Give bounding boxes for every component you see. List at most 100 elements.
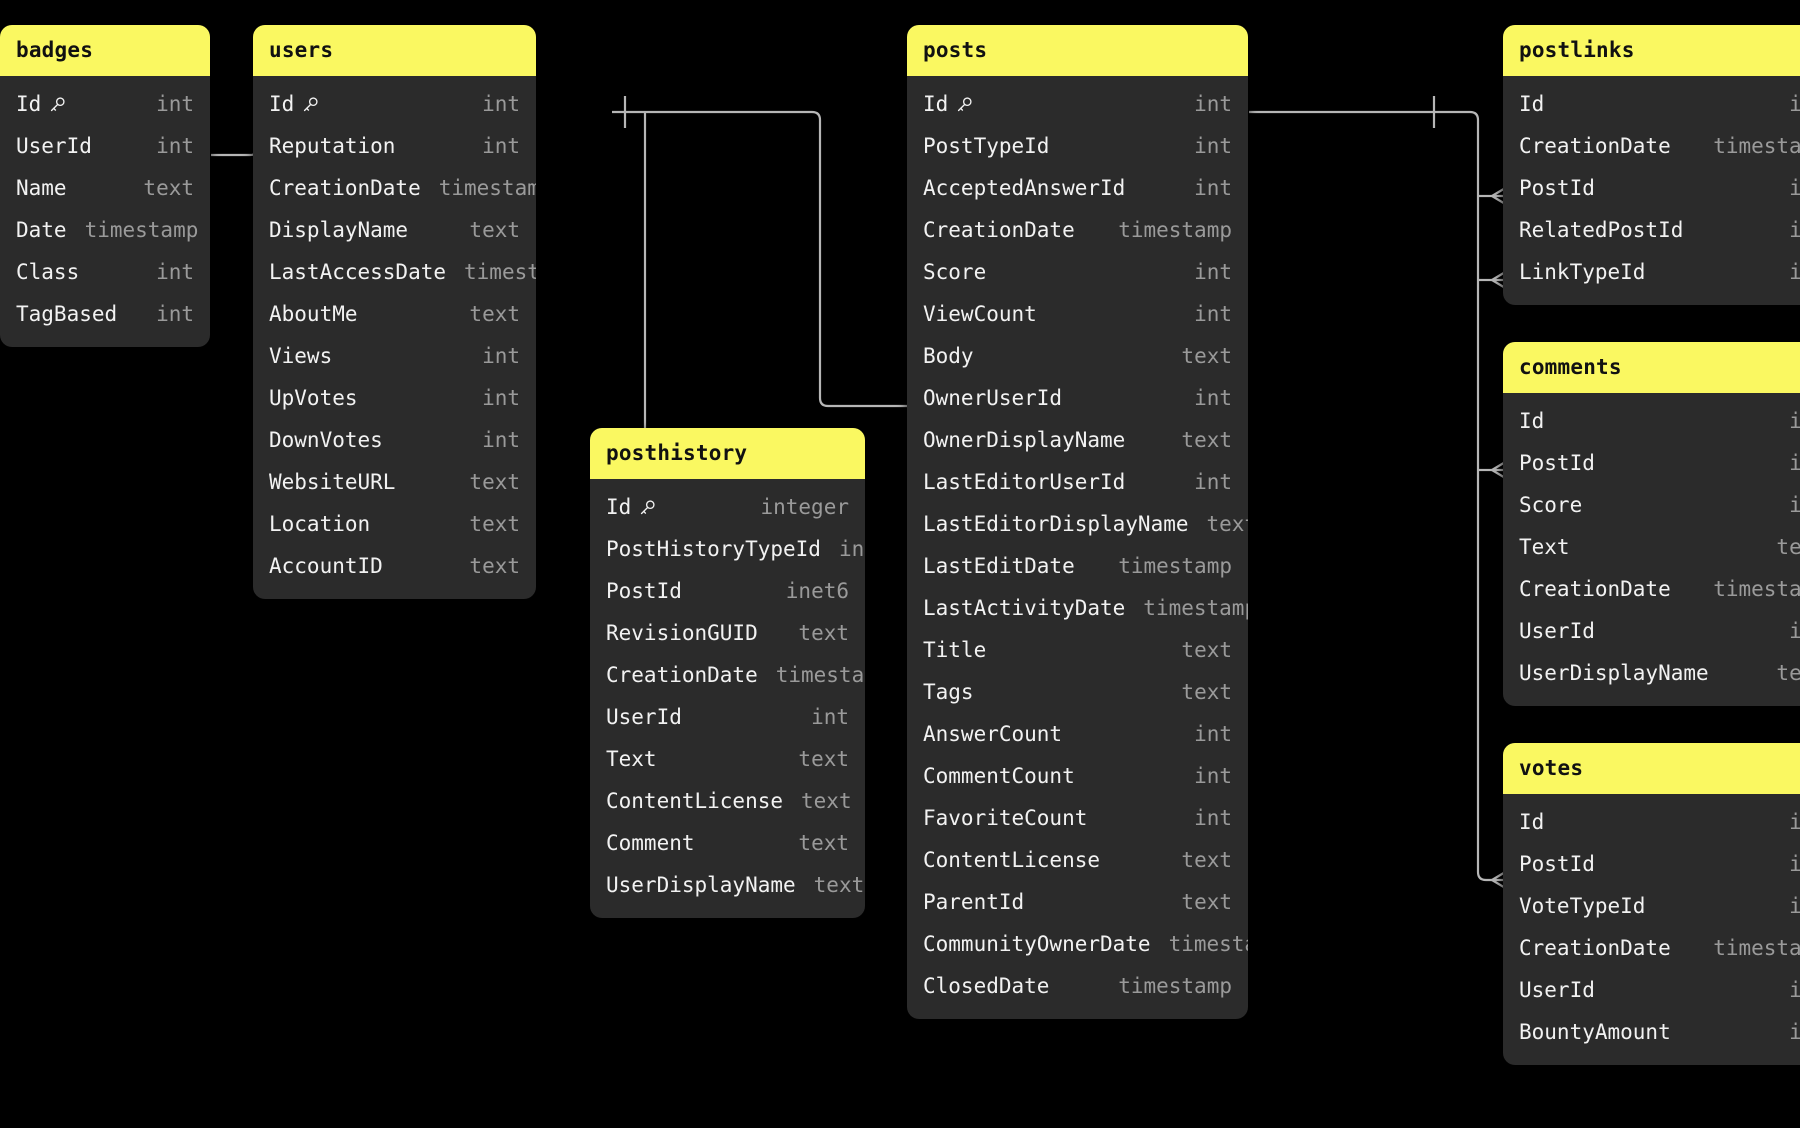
column-name-label: Class xyxy=(16,260,80,284)
table-title-badges[interactable]: badges xyxy=(0,25,210,76)
column-row[interactable]: RelatedPostIdint xyxy=(1503,209,1800,251)
column-row[interactable]: PostIdint xyxy=(1503,167,1800,209)
column-row[interactable]: LastEditorDisplayNametext xyxy=(907,503,1248,545)
column-name-label: ViewCount xyxy=(923,302,1037,326)
column-name-label: CreationDate xyxy=(1519,577,1671,601)
table-title-comments[interactable]: comments xyxy=(1503,342,1800,393)
table-title-posthistory[interactable]: posthistory xyxy=(590,428,865,479)
column-row[interactable]: VoteTypeIdint xyxy=(1503,885,1800,927)
column-type: int xyxy=(1194,764,1232,788)
column-row[interactable]: PostIdint xyxy=(1503,843,1800,885)
table-title-users[interactable]: users xyxy=(253,25,536,76)
key-icon xyxy=(638,498,657,517)
table-title-votes[interactable]: votes xyxy=(1503,743,1800,794)
column-row[interactable]: LinkTypeIdint xyxy=(1503,251,1800,293)
column-name-label: ContentLicense xyxy=(923,848,1101,872)
table-title-postlinks[interactable]: postlinks xyxy=(1503,25,1800,76)
column-name-label: Name xyxy=(16,176,67,200)
column-type: text xyxy=(1181,848,1232,872)
column-name: DownVotes xyxy=(269,428,383,452)
table-card-posthistory[interactable]: posthistoryIdintegerPostHistoryTypeIdint… xyxy=(590,428,865,918)
column-type: timestamp xyxy=(438,176,536,200)
table-title-posts[interactable]: posts xyxy=(907,25,1248,76)
column-row[interactable]: BountyAmountint xyxy=(1503,1011,1800,1053)
column-name: TagBased xyxy=(16,302,117,326)
column-row[interactable]: PostIdint xyxy=(1503,442,1800,484)
column-row[interactable]: CommunityOwnerDatetimestamp xyxy=(907,923,1248,965)
column-name-label: AccountID xyxy=(269,554,383,578)
column-row[interactable]: PostHistoryTypeIdint xyxy=(590,528,865,570)
column-name: PostTypeId xyxy=(923,134,1049,158)
column-row[interactable]: ContentLicense text xyxy=(907,839,1248,881)
table-card-postlinks[interactable]: postlinksIdintCreationDatetimestampPostI… xyxy=(1503,25,1800,305)
column-name-label: UserId xyxy=(1519,978,1595,1002)
column-row[interactable]: Name text xyxy=(0,167,210,209)
table-card-votes[interactable]: votesIdintPostIdintVoteTypeIdintCreation… xyxy=(1503,743,1800,1065)
table-card-comments[interactable]: commentsIdintPostIdintScoreintTexttextCr… xyxy=(1503,342,1800,706)
column-type: text xyxy=(143,176,194,200)
column-name: RelatedPostId xyxy=(1519,218,1683,242)
column-name: Body xyxy=(923,344,974,368)
column-row[interactable]: LastAccessDatetimestamp xyxy=(253,251,536,293)
